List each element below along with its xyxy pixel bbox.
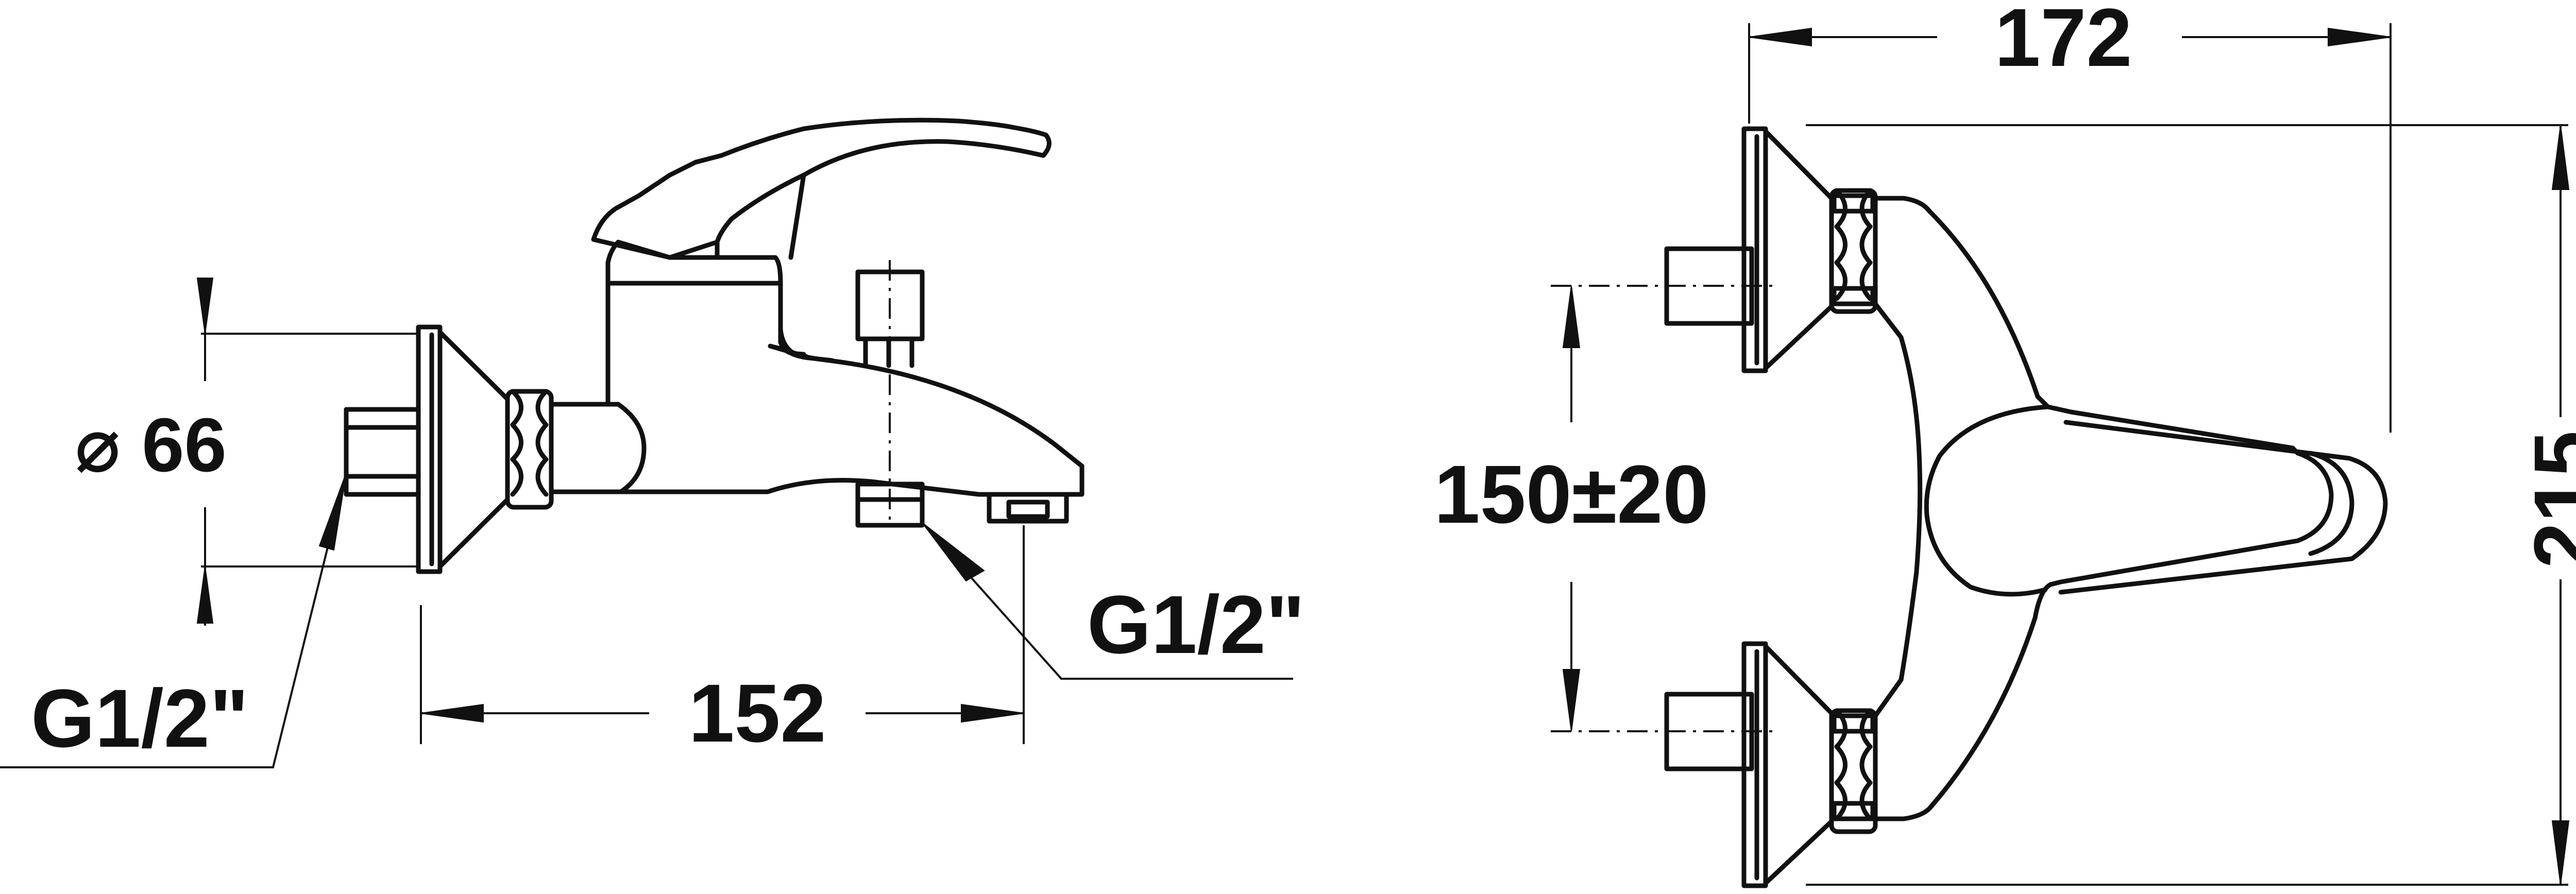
front-lever-handle [2058, 420, 2388, 595]
front-flange-bottom [1741, 641, 1768, 888]
height-label: 215 [2517, 431, 2576, 569]
front-inlet-pipe-top [1664, 246, 1754, 326]
inlet-thread-label: G1/2" [31, 672, 249, 764]
side-view: ⌀ 66 152 G1/2" G1/2" [0, 117, 1305, 768]
side-inlet-pipe [344, 407, 421, 497]
front-cartridge-cap [1924, 404, 2050, 597]
front-flange-top [1741, 126, 1768, 373]
center-distance-label: 150±20 [1434, 448, 1709, 540]
front-nut-top [1829, 188, 1878, 314]
side-mixer-body [549, 281, 1084, 497]
side-connector-nut [505, 389, 554, 510]
side-wall-flange [416, 324, 443, 574]
front-mixer-body [1873, 196, 2334, 821]
front-inlet-pipe-bottom [1664, 692, 1754, 771]
side-outlet-connector [855, 482, 925, 528]
side-aerator [987, 492, 1069, 524]
front-nut-bottom [1829, 708, 1878, 834]
side-lever-handle [591, 117, 1052, 260]
width-label: 172 [1995, 0, 2132, 83]
length-label: 152 [689, 667, 826, 759]
diameter-label: ⌀ 66 [75, 403, 227, 488]
front-view: 172 150±20 215 [1434, 0, 2576, 888]
outlet-thread-label: G1/2" [1087, 578, 1305, 670]
